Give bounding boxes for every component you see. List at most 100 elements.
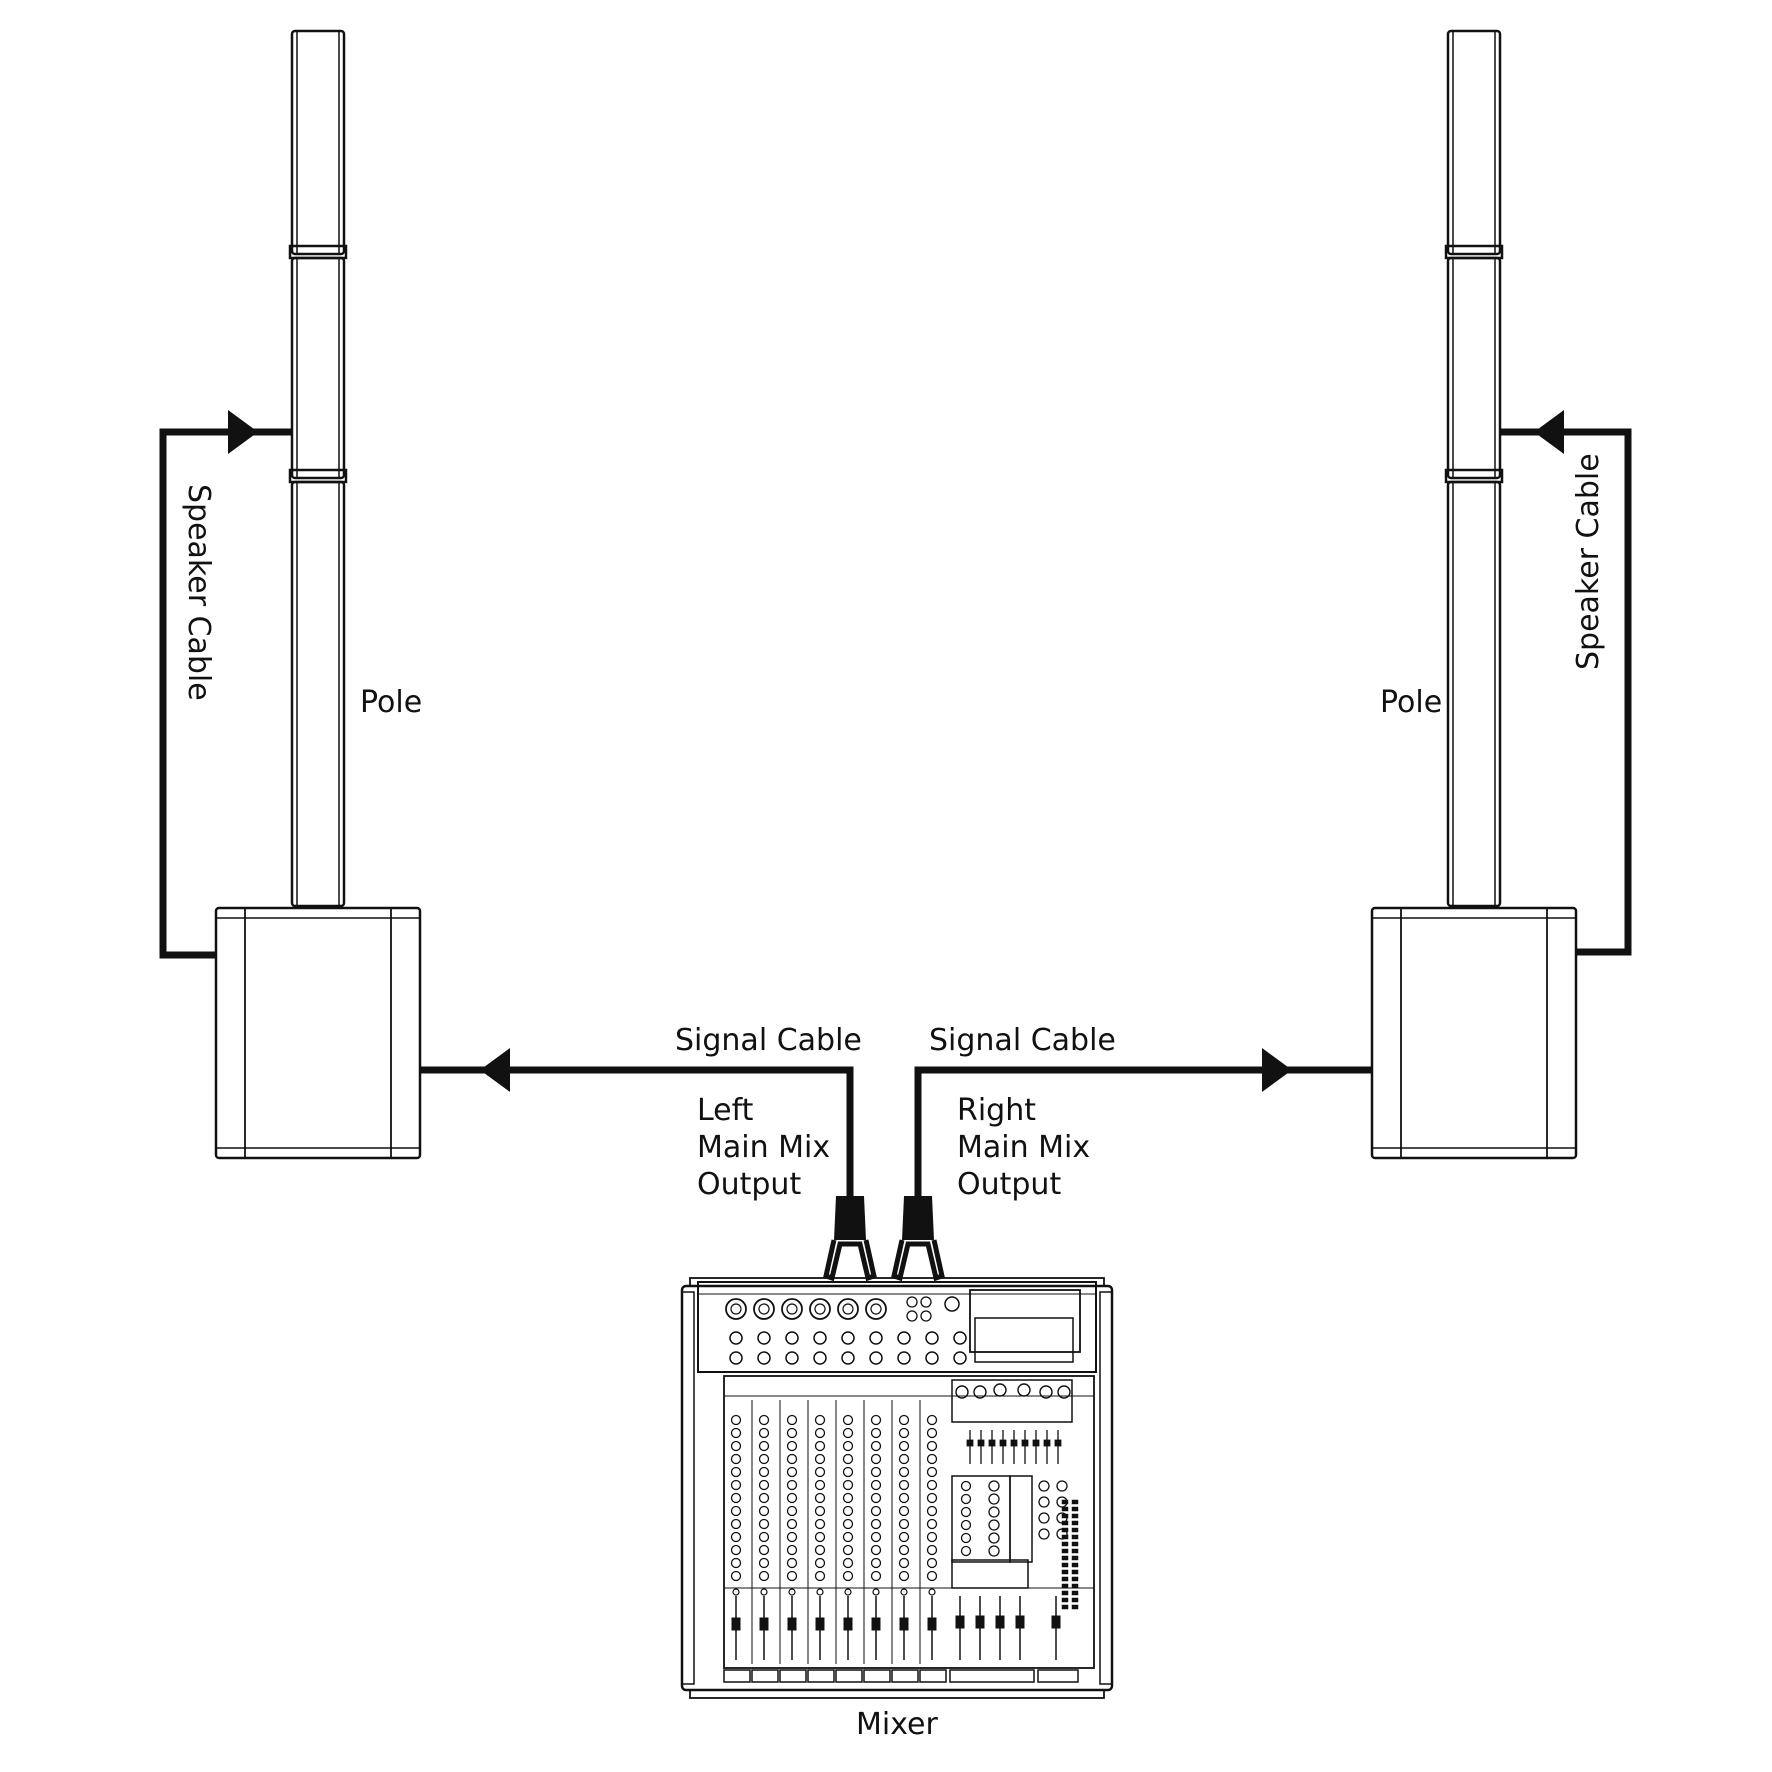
channel-knob <box>730 1427 742 1439</box>
trs-jack <box>757 1351 771 1365</box>
channel-knob <box>870 1414 882 1426</box>
left-output-line-1: Left <box>697 1093 754 1128</box>
left-pole-label: Pole <box>360 685 422 720</box>
channel-knob <box>758 1440 770 1452</box>
master-knob <box>960 1519 972 1531</box>
channel-knob <box>786 1427 798 1439</box>
channel-knob <box>926 1531 938 1543</box>
left-pole <box>288 29 348 908</box>
level-meter-led <box>1061 1534 1069 1540</box>
xlr-input-pin <box>786 1303 798 1315</box>
level-meter-led <box>1061 1499 1069 1505</box>
level-meter-led <box>1061 1583 1069 1589</box>
master-knob <box>960 1506 972 1518</box>
channel-knob <box>926 1427 938 1439</box>
channel-knob <box>814 1479 826 1491</box>
trs-jack <box>841 1331 855 1345</box>
level-meter-led <box>1071 1590 1079 1596</box>
master-knob <box>988 1532 1000 1544</box>
channel-knob <box>898 1557 910 1569</box>
channel-knob <box>842 1427 854 1439</box>
level-meter-led <box>1061 1569 1069 1575</box>
channel-knob <box>898 1492 910 1504</box>
channel-knob <box>926 1557 938 1569</box>
channel-knob <box>758 1557 770 1569</box>
master-knob <box>988 1493 1000 1505</box>
xlr-input-pin <box>842 1303 854 1315</box>
channel-knob <box>926 1570 938 1582</box>
level-meter-led <box>1071 1548 1079 1554</box>
left-speaker-cable-label: Speaker Cable <box>181 484 216 701</box>
xlr-input-jack <box>725 1298 747 1320</box>
aux-knob <box>1038 1480 1050 1492</box>
channel-knob <box>870 1466 882 1478</box>
channel-knob <box>814 1544 826 1556</box>
left-speaker-system <box>214 29 422 1160</box>
left-output-line-2: Main Mix <box>697 1130 830 1165</box>
aux-knob <box>1038 1512 1050 1524</box>
eq-slider-cap <box>966 1439 974 1447</box>
channel-knob <box>814 1427 826 1439</box>
channel-knob <box>758 1466 770 1478</box>
xlr-input-pin <box>870 1303 882 1315</box>
channel-knob <box>870 1518 882 1530</box>
level-meter-led <box>1061 1548 1069 1554</box>
rca-jack <box>920 1296 932 1308</box>
power-jack <box>944 1296 960 1312</box>
channel-knob <box>814 1453 826 1465</box>
master-fader-cap <box>975 1615 985 1629</box>
channel-knob <box>870 1505 882 1517</box>
fader-cap <box>871 1617 881 1631</box>
right-signal-cable-arrow <box>1262 1048 1292 1092</box>
master-fader-cap <box>1015 1615 1025 1629</box>
channel-knob <box>898 1466 910 1478</box>
rca-jack <box>906 1296 918 1308</box>
level-meter-led <box>1061 1513 1069 1519</box>
channel-knob <box>926 1414 938 1426</box>
channel-knob <box>814 1440 826 1452</box>
master-knob <box>988 1506 1000 1518</box>
eq-slider-cap <box>977 1439 985 1447</box>
trs-jack <box>757 1331 771 1345</box>
mute-button <box>788 1588 796 1596</box>
channel-knob <box>786 1466 798 1478</box>
right-speaker-system <box>1370 29 1578 1160</box>
channel-knob <box>842 1414 854 1426</box>
channel-knob <box>898 1570 910 1582</box>
level-meter-led <box>1071 1555 1079 1561</box>
fx-knob <box>993 1383 1007 1397</box>
mixer-channel-labels <box>723 1669 1079 1683</box>
level-meter-led <box>1071 1534 1079 1540</box>
left-signal-cable <box>420 1048 877 1282</box>
channel-knob <box>898 1414 910 1426</box>
right-speaker-cable-label: Speaker Cable <box>1571 453 1606 670</box>
master-knob <box>988 1480 1000 1492</box>
eq-slider-cap <box>1043 1439 1051 1447</box>
master-knob <box>960 1480 972 1492</box>
master-fader-cap <box>1051 1615 1061 1629</box>
channel-knob <box>898 1544 910 1556</box>
left-signal-cable-arrow <box>480 1048 510 1092</box>
fx-knob <box>1039 1385 1053 1399</box>
channel-knob <box>898 1518 910 1530</box>
channel-knob <box>870 1453 882 1465</box>
level-meter-led <box>1061 1555 1069 1561</box>
right-signal-cable-label: Signal Cable <box>929 1023 1116 1058</box>
channel-knob <box>842 1492 854 1504</box>
left-speaker-cable <box>159 410 292 959</box>
mute-button <box>844 1588 852 1596</box>
fx-knob <box>1057 1385 1071 1399</box>
eq-slider-cap <box>1010 1439 1018 1447</box>
level-meter-led <box>1071 1604 1079 1610</box>
channel-knob <box>786 1570 798 1582</box>
mute-button <box>760 1588 768 1596</box>
channel-knob <box>814 1518 826 1530</box>
channel-knob <box>842 1453 854 1465</box>
channel-knob <box>730 1557 742 1569</box>
channel-knob <box>870 1544 882 1556</box>
level-meter-led <box>1071 1506 1079 1512</box>
channel-knob <box>758 1518 770 1530</box>
mute-button <box>732 1588 740 1596</box>
right-output-line-2: Main Mix <box>957 1130 1090 1165</box>
